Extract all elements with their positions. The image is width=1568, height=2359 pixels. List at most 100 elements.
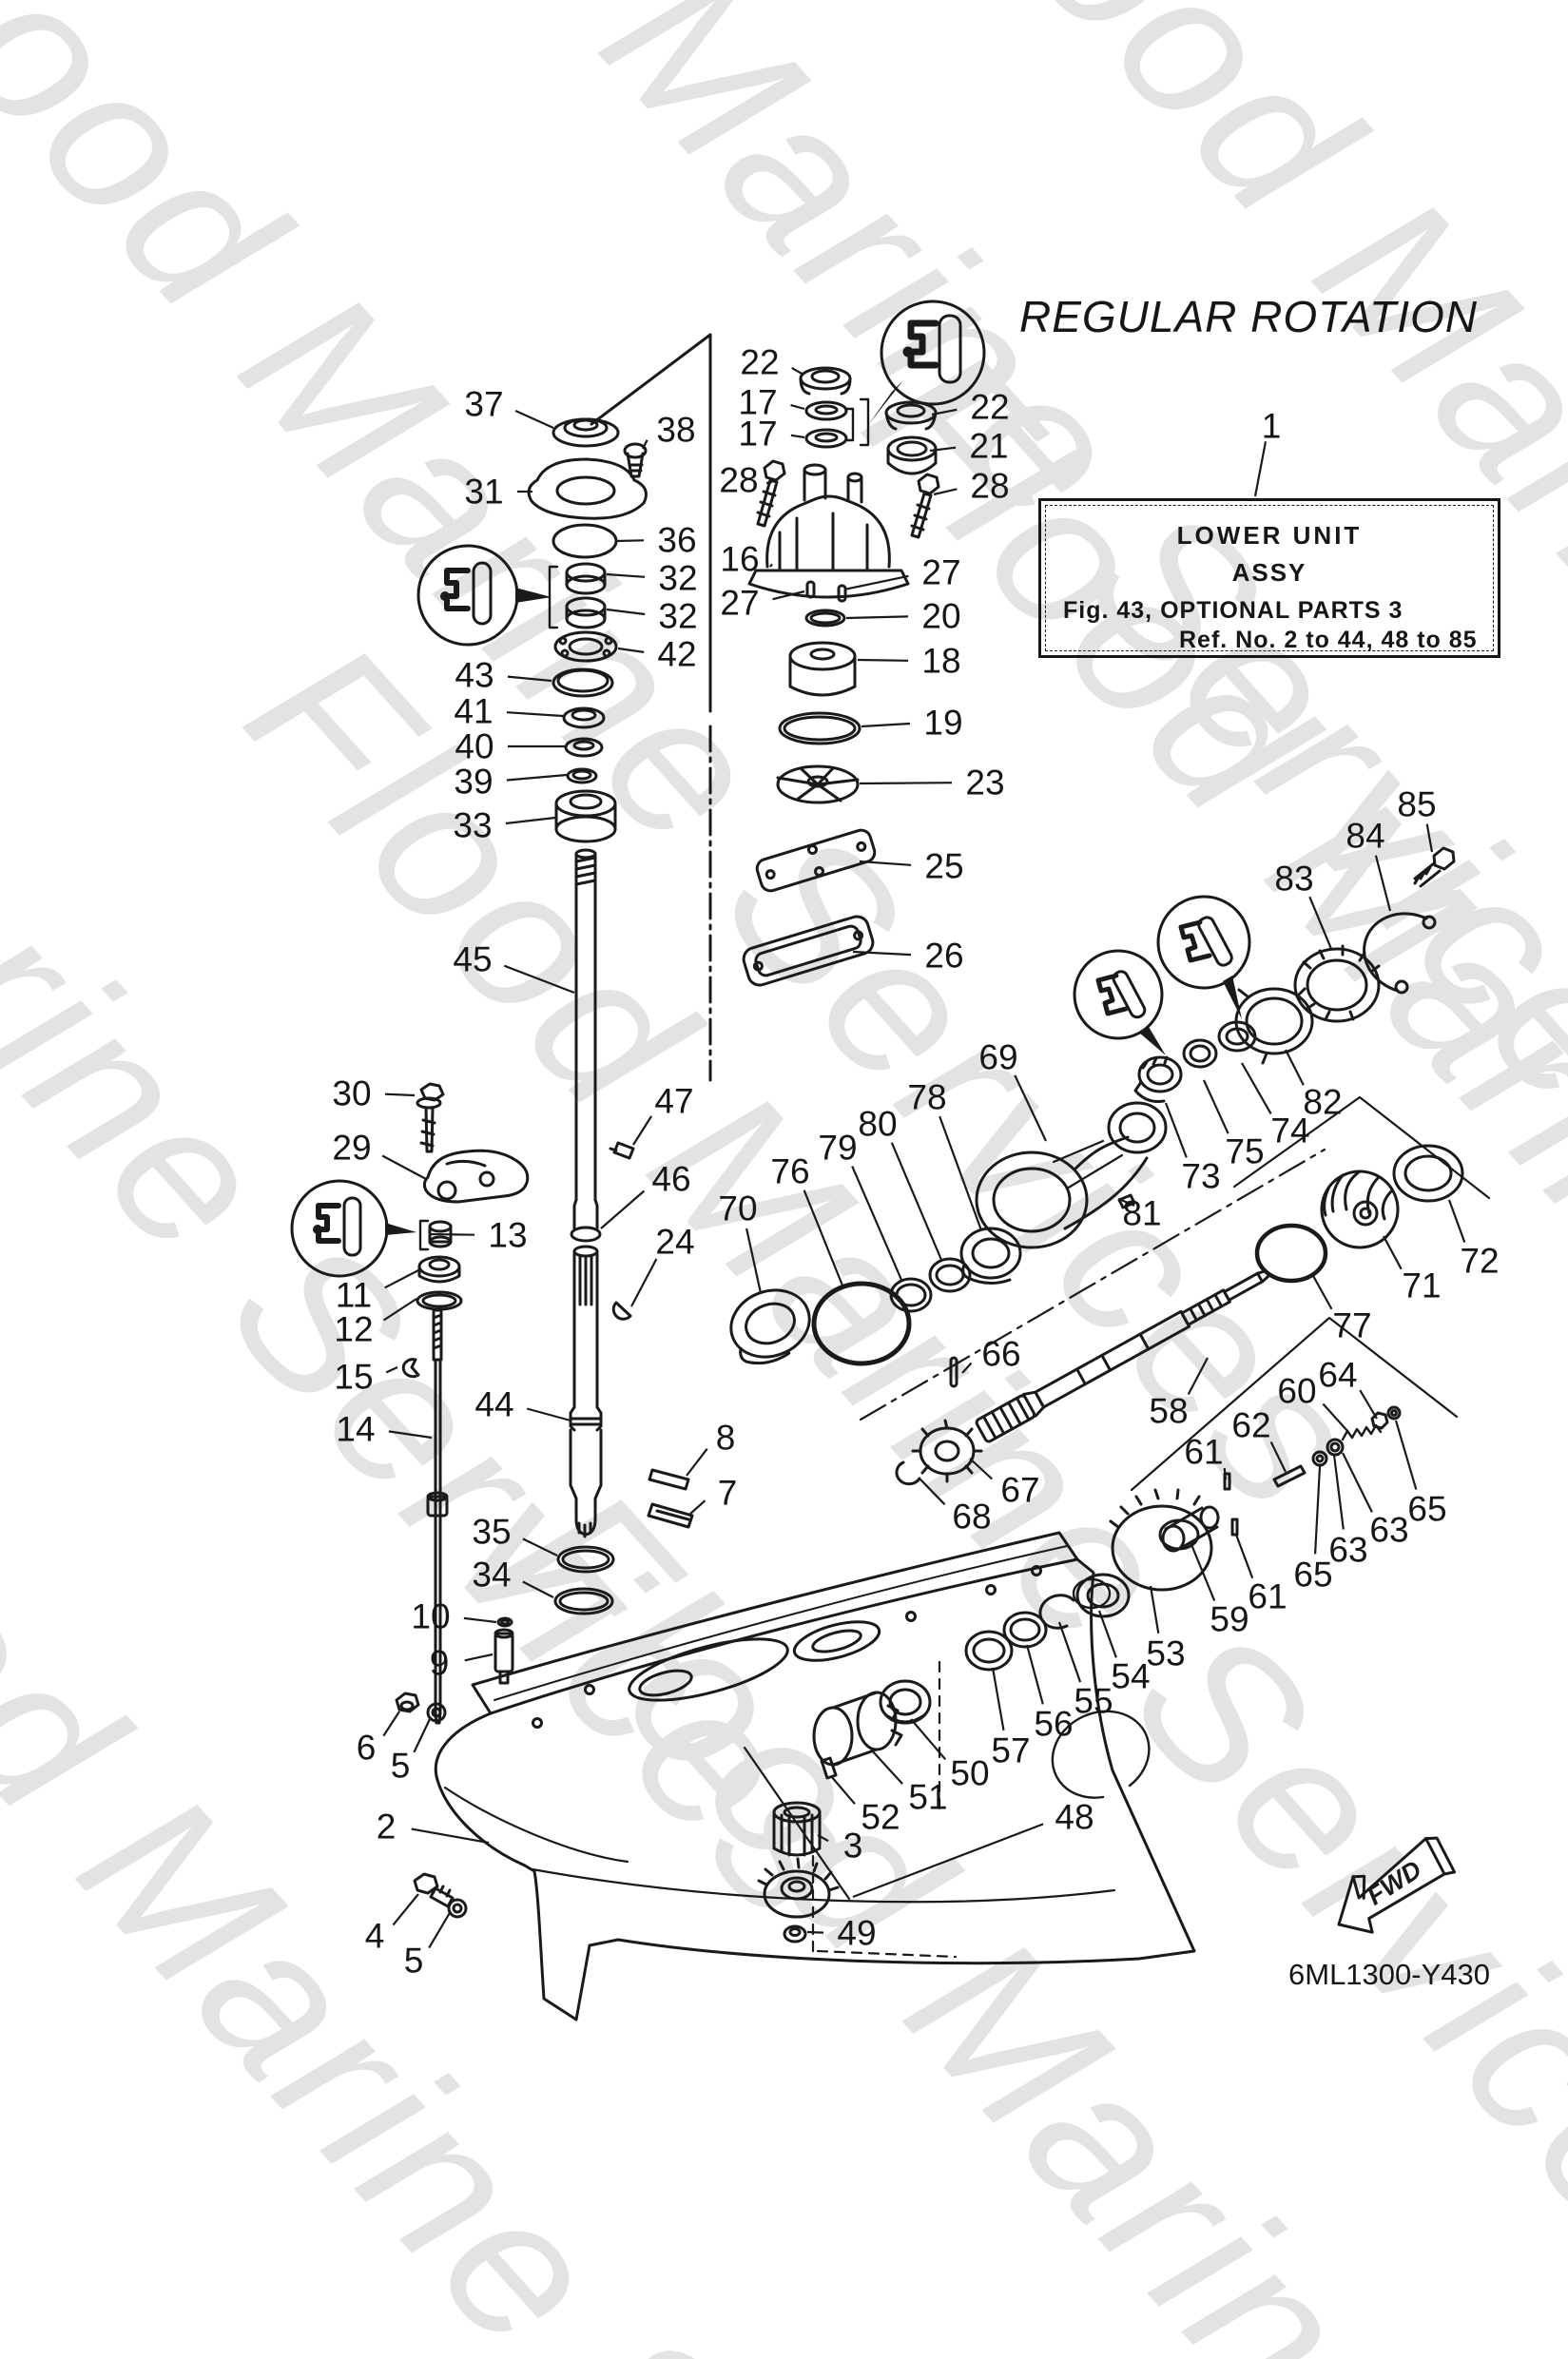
part-25-plate bbox=[755, 828, 877, 893]
part-label-39: 39 bbox=[454, 763, 493, 802]
part-label-59: 59 bbox=[1210, 1600, 1249, 1639]
part-5-washer bbox=[426, 1702, 447, 1723]
part-label-79: 79 bbox=[818, 1129, 857, 1168]
part-label-29: 29 bbox=[332, 1129, 371, 1168]
leader-line-58 bbox=[1187, 1357, 1209, 1396]
leader-line-5 bbox=[413, 1718, 431, 1753]
leader-line-30 bbox=[384, 1092, 416, 1097]
leader-line-26 bbox=[852, 950, 912, 957]
part-label-64: 64 bbox=[1318, 1356, 1357, 1395]
leader-line-41 bbox=[506, 711, 564, 718]
leader-line-14 bbox=[388, 1430, 433, 1440]
part-label-61: 61 bbox=[1184, 1433, 1223, 1472]
leader-line-34 bbox=[522, 1580, 554, 1598]
part-27-pin bbox=[837, 584, 847, 603]
part-68-clip bbox=[895, 1460, 921, 1486]
part-53-gear-bearing bbox=[1075, 1488, 1213, 1618]
leader-line-47 bbox=[632, 1115, 653, 1146]
part-label-5: 5 bbox=[391, 1747, 411, 1786]
part-66-pin bbox=[949, 1356, 958, 1388]
part-label-4: 4 bbox=[365, 1917, 385, 1956]
part-60-spring bbox=[1341, 1423, 1383, 1441]
leader-line-6 bbox=[382, 1711, 400, 1737]
part-label-21: 21 bbox=[969, 427, 1008, 466]
leader-line-28 bbox=[765, 481, 772, 485]
leader-line-37 bbox=[514, 409, 554, 430]
part-label-22: 22 bbox=[970, 388, 1009, 427]
part-10-ring bbox=[496, 1616, 513, 1628]
part-47-screw bbox=[609, 1141, 635, 1160]
leader-line-67 bbox=[969, 1458, 994, 1480]
part-42-washer bbox=[553, 630, 618, 663]
part-label-56: 56 bbox=[1034, 1705, 1073, 1744]
part-63-washer bbox=[1311, 1450, 1328, 1467]
leader-line-5 bbox=[428, 1910, 452, 1949]
leader-line-60 bbox=[1322, 1402, 1349, 1433]
detail-inset-pin-clip bbox=[1073, 949, 1166, 1055]
part-82-tab-washer bbox=[1234, 987, 1314, 1065]
leader-line-3 bbox=[817, 1834, 829, 1843]
part-59-plunger bbox=[1161, 1505, 1220, 1553]
leader-line-7 bbox=[689, 1499, 707, 1515]
leader-line-16 bbox=[769, 563, 773, 568]
part-label-63: 63 bbox=[1369, 1511, 1408, 1550]
part-label-1: 1 bbox=[1262, 407, 1282, 446]
leader-line-38 bbox=[642, 439, 648, 450]
leader-line-8 bbox=[686, 1448, 708, 1477]
part-label-9: 9 bbox=[430, 1644, 450, 1683]
part-41-nut bbox=[562, 706, 606, 729]
part-16-water-pump-housing bbox=[747, 463, 910, 599]
leader-line-51 bbox=[870, 1749, 903, 1785]
part-label-55: 55 bbox=[1074, 1682, 1113, 1721]
part-label-70: 70 bbox=[718, 1189, 757, 1228]
leader-line-28 bbox=[933, 488, 958, 496]
part-4-bolt bbox=[413, 1872, 455, 1908]
part-label-74: 74 bbox=[1270, 1112, 1309, 1150]
part-27-pin bbox=[805, 580, 816, 599]
part-label-8: 8 bbox=[716, 1419, 736, 1458]
part-label-11: 11 bbox=[336, 1276, 372, 1315]
leader-line-18 bbox=[857, 658, 909, 662]
leader-line-82 bbox=[1285, 1049, 1305, 1086]
part-58-propeller-shaft bbox=[975, 1269, 1270, 1443]
part-label-40: 40 bbox=[455, 727, 494, 766]
leader-line-77 bbox=[1311, 1273, 1333, 1310]
part-84-retaining-ring bbox=[1363, 912, 1437, 995]
part-61-pin bbox=[1223, 1472, 1231, 1491]
part-61-pin bbox=[1230, 1518, 1239, 1537]
leader-line-70 bbox=[745, 1228, 763, 1294]
part-46-o-ring bbox=[570, 1226, 602, 1243]
part-65-washer bbox=[1386, 1405, 1402, 1421]
part-label-50: 50 bbox=[950, 1754, 989, 1793]
leader-line-66 bbox=[961, 1362, 973, 1374]
part-label-19: 19 bbox=[923, 704, 962, 743]
part-69-bearing-carrier bbox=[975, 1101, 1168, 1249]
part-label-5: 5 bbox=[404, 1942, 424, 1981]
part-label-81: 81 bbox=[1122, 1194, 1161, 1233]
part-43-ring bbox=[552, 667, 614, 698]
detail-inset-pin-clip bbox=[1156, 895, 1251, 1019]
info-line-2: ASSY bbox=[1231, 558, 1307, 587]
part-label-66: 66 bbox=[981, 1335, 1020, 1374]
leader-line-21 bbox=[929, 446, 957, 453]
leader-line-19 bbox=[861, 722, 911, 728]
part-67-pinion-gear bbox=[911, 1419, 983, 1483]
part-label-14: 14 bbox=[336, 1410, 375, 1449]
part-label-42: 42 bbox=[657, 635, 696, 674]
leader-line-22 bbox=[931, 408, 958, 416]
leader-line-76 bbox=[803, 1189, 844, 1286]
detail-inset-pin-clip bbox=[843, 300, 986, 442]
part-label-24: 24 bbox=[655, 1223, 694, 1262]
part-label-51: 51 bbox=[908, 1778, 947, 1817]
part-label-3: 3 bbox=[843, 1827, 863, 1866]
part-83-ring-nut bbox=[1293, 944, 1381, 1023]
part-45-drive-shaft bbox=[572, 848, 599, 1230]
part-28-bolt bbox=[756, 459, 786, 528]
part-81-key bbox=[1117, 1193, 1136, 1209]
leader-line-15 bbox=[385, 1365, 398, 1374]
part-label-69: 69 bbox=[978, 1038, 1017, 1077]
part-label-75: 75 bbox=[1225, 1132, 1264, 1171]
part-40-washer bbox=[564, 737, 604, 758]
